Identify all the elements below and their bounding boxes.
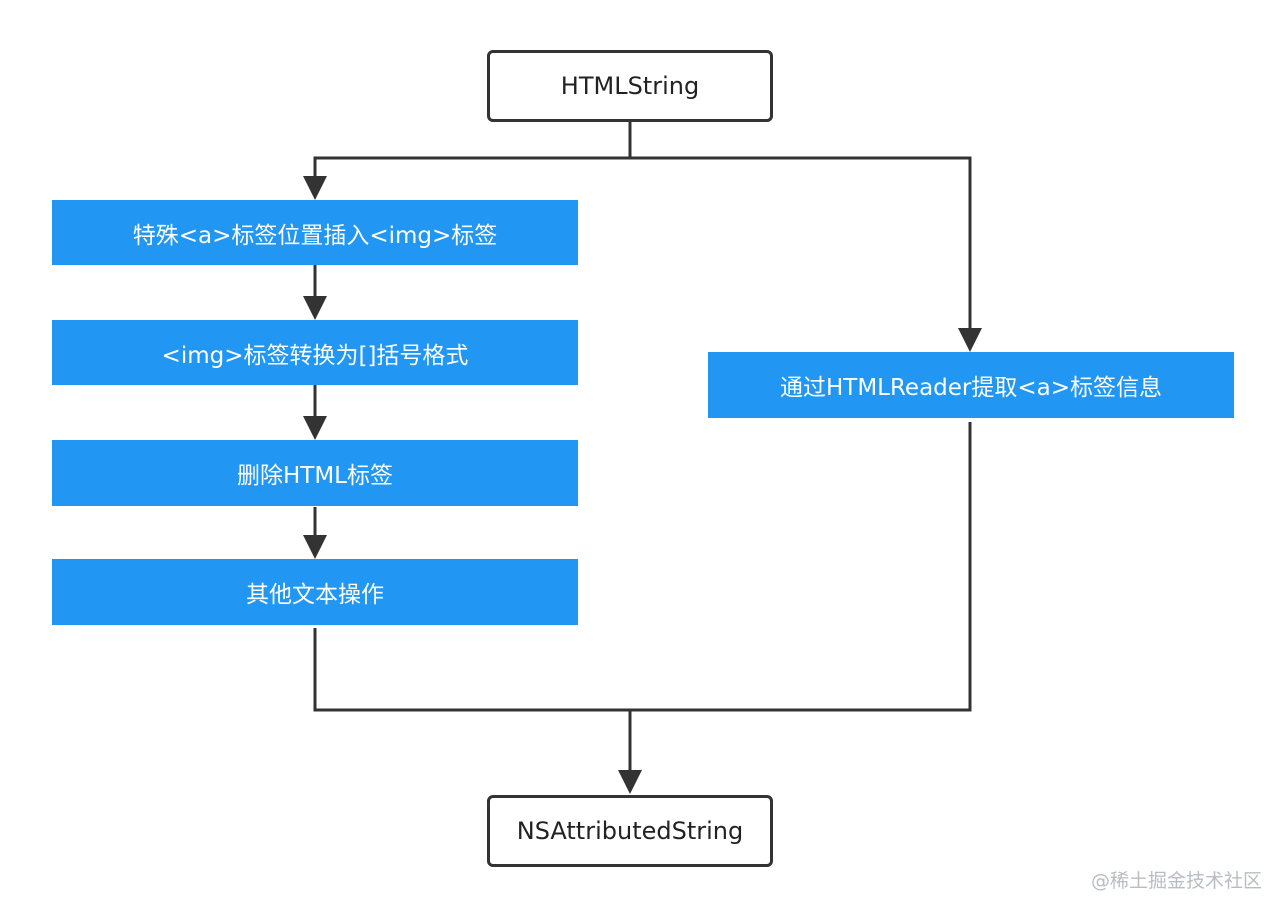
step-insert-img-tag: 特殊<a>标签位置插入<img>标签 [52,200,578,265]
start-node: HTMLString [487,50,773,122]
step-remove-html-tags: 删除HTML标签 [52,440,578,506]
arrow-to-step-4 [303,535,327,559]
arrow-to-end [618,770,642,794]
step-convert-img-bracket: <img>标签转换为[]括号格式 [52,320,578,385]
merge-connector [313,422,972,772]
arrow-to-step-2 [303,296,327,320]
arrow-to-step-1 [303,176,327,200]
arrow-to-step-3 [303,416,327,440]
step-other-text-ops: 其他文本操作 [52,559,578,625]
end-node: NSAttributedString [487,795,773,867]
watermark-text: @稀土掘金技术社区 [1090,870,1262,892]
step-htmlreader-extract: 通过HTMLReader提取<a>标签信息 [708,352,1234,418]
split-connector [313,122,972,330]
arrow-to-right-step [958,328,982,352]
